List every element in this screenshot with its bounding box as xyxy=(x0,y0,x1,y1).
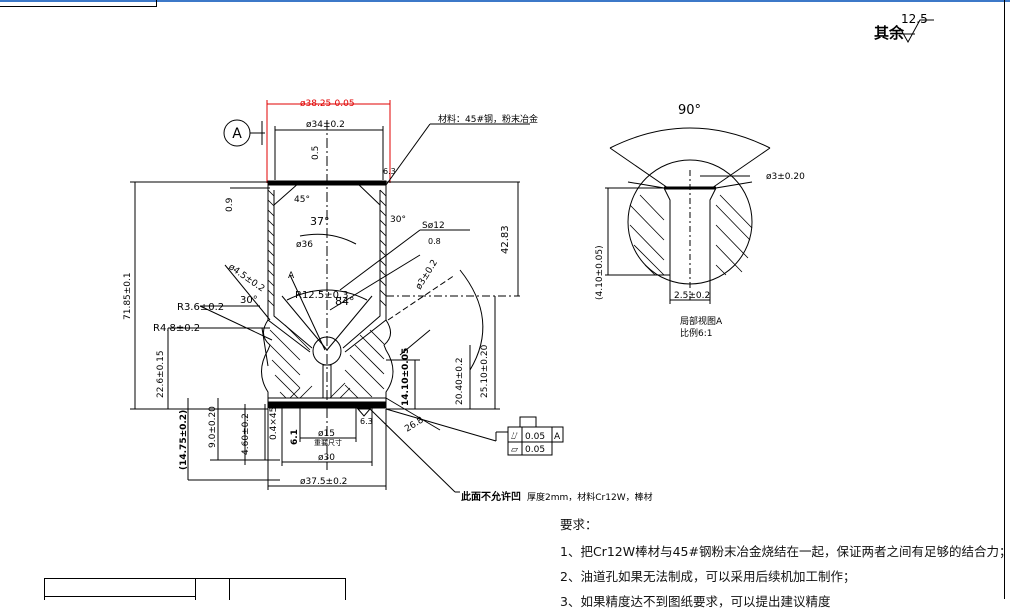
height-7185: 71.85±0.1 xyxy=(123,272,133,320)
r125: R12.5±0.3 xyxy=(295,290,349,301)
drawing-frame-corner xyxy=(0,0,157,7)
dia-30: ø30 xyxy=(318,453,335,463)
angle-37: 37° xyxy=(310,215,330,228)
dim-top-inner: ø34±0.2 xyxy=(306,120,345,130)
label-a: A xyxy=(288,271,295,281)
height-226: 22.6±0.15 xyxy=(156,350,166,398)
dim-4283: 42.83 xyxy=(500,225,511,254)
dia-15-note: 重要尺寸 xyxy=(314,438,342,447)
roughness-value: 12.5 xyxy=(901,12,928,26)
gdt-2-value: 0.05 xyxy=(525,445,545,455)
requirements-block: 要求： 1、把Cr12W棒材与45#钢粉末冶金烧结在一起，保证两者之间有足够的结… xyxy=(560,514,1010,616)
bottom-note: 厚度2mm，材料Cr12W，棒材 xyxy=(527,491,653,503)
title-block xyxy=(44,578,346,600)
dim-09: 0.9 xyxy=(225,197,235,212)
gdt-2-symbol: ▱ xyxy=(511,445,518,455)
material-note: 材料：45#钢，粉末冶金 xyxy=(438,113,538,125)
requirement-item-3: 3、如果精度达不到图纸要求，可以提出建议精度 xyxy=(560,594,831,609)
chamfer-04: 0.4×45° xyxy=(269,402,279,440)
detail-scale: 比例6:1 xyxy=(680,327,713,339)
detail-width: 2.5±0.2 xyxy=(674,291,710,301)
tol-08: 0.8 xyxy=(428,237,441,246)
dia-15: ø15 xyxy=(318,429,335,439)
height-141: 14.10±0.05 xyxy=(401,348,411,406)
general-roughness-note: 其余 12.5 xyxy=(874,12,954,44)
gdt-1-symbol: ⌰ xyxy=(511,431,518,442)
radius-48: R4.8±0.2 xyxy=(153,323,200,334)
angle-84: 84° xyxy=(335,295,355,308)
rough-63-bottom: 6.3 xyxy=(360,417,373,426)
height-2040: 20.40±0.2 xyxy=(455,357,465,405)
gdt-1-datum: A xyxy=(554,432,561,442)
dim-268: 26.8 xyxy=(403,415,426,434)
main-drawing: A ø38.25-0.05 ø34±0.2 材料：45#钢，粉末冶金 0.5 0… xyxy=(123,99,805,503)
detail-angle: 90° xyxy=(678,103,701,118)
sphere-dim: Sø12 xyxy=(422,221,445,231)
dim-top-outer: ø38.25-0.05 xyxy=(300,99,355,109)
window-top-edge xyxy=(0,0,1010,2)
bottom-note-bold: 此面不允许凹 xyxy=(461,490,521,503)
gdt-1-value: 0.05 xyxy=(525,432,545,442)
section-marker-label: A xyxy=(232,126,242,142)
roughness-symbol-icon xyxy=(899,19,934,44)
requirement-item-1: 1、把Cr12W棒材与45#钢粉末冶金烧结在一起，保证两者之间有足够的结合力； xyxy=(560,544,1010,559)
requirement-item-2: 2、油道孔如果无法制成，可以采用后续机加工制作； xyxy=(560,569,856,584)
height-2510: 25.10±0.20 xyxy=(480,344,490,398)
dim-05: 0.5 xyxy=(311,146,321,160)
requirements-title: 要求： xyxy=(560,517,598,532)
height-61: 6.1 xyxy=(290,429,300,445)
height-1475: (14.75±0.2) xyxy=(179,410,189,470)
height-90: 9.0±0.20 xyxy=(208,406,218,448)
radius-36: R3.6±0.2 xyxy=(177,302,224,313)
bore-36: ø36 xyxy=(296,240,313,250)
detail-depth: (4.10±0.05) xyxy=(595,245,605,300)
height-46: 4.60±0.2 xyxy=(241,413,251,455)
detail-title: 局部视图A xyxy=(680,315,723,327)
rough-63: 6.3 xyxy=(383,167,396,176)
hole-3: ø3±0.2 xyxy=(414,258,440,291)
angle-45: 45° xyxy=(294,195,310,205)
angle-30-side: 30° xyxy=(240,295,258,306)
roughness-label: 其余 xyxy=(874,24,905,42)
dia-45: ø4.5±0.2 xyxy=(226,262,266,294)
angle-30-top: 30° xyxy=(390,215,406,225)
dia-375: ø37.5±0.2 xyxy=(300,477,347,487)
drawing-frame-border xyxy=(1004,0,1005,599)
detail-hole: ø3±0.20 xyxy=(766,172,805,182)
